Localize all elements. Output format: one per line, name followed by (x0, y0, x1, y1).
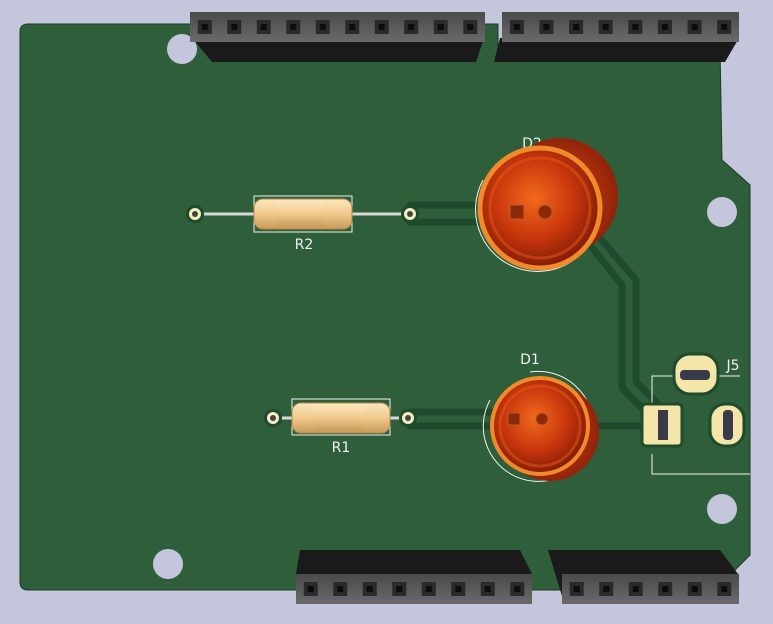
resistor-label-r2: R2 (295, 237, 314, 253)
mounting-hole (707, 197, 737, 227)
connector-label-j5: J5 (725, 358, 739, 374)
resistor-r2: R2 (186, 195, 419, 253)
header-pin-hole (467, 24, 474, 30)
header-pin-hole (260, 24, 267, 30)
header-pin-hole (573, 586, 580, 592)
header-pin-hole (484, 586, 491, 592)
header-pin-hole (721, 586, 728, 592)
header-pin-hole (662, 586, 669, 592)
header-top-right (494, 12, 739, 62)
header-pin-hole (366, 586, 373, 592)
resistor-r1: R1 (264, 398, 417, 456)
header-pin-hole (661, 24, 668, 30)
header-pin-hole (396, 586, 403, 592)
header-pin-hole (543, 24, 550, 30)
header-pin-hole (425, 586, 432, 592)
header-pin-hole (691, 586, 698, 592)
header-pin-hole (437, 24, 444, 30)
header-pin-hole (691, 24, 698, 30)
header-pin-hole (455, 586, 462, 592)
header-top-left (190, 12, 485, 62)
header-bottom-left (296, 550, 532, 604)
header-pin-hole (408, 24, 415, 30)
header-pin-hole (603, 586, 610, 592)
header-pin-hole (349, 24, 356, 30)
header-pin-hole (307, 586, 314, 592)
header-pin-hole (319, 24, 326, 30)
header-pin-hole (573, 24, 580, 30)
mounting-hole (707, 494, 737, 524)
mounting-hole (167, 34, 197, 64)
pcb-board (19, 23, 751, 591)
header-pin-hole (378, 24, 385, 30)
led-d1: D1 (482, 352, 599, 482)
mounting-hole (153, 549, 183, 579)
header-bottom-right (548, 550, 739, 604)
connector-j5: J5 (640, 352, 750, 475)
header-pin-hole (632, 24, 639, 30)
header-pin-hole (231, 24, 238, 30)
led-d2: D2 (475, 136, 618, 272)
header-pin-hole (201, 24, 208, 30)
header-pin-hole (513, 24, 520, 30)
header-pin-hole (602, 24, 609, 30)
header-pin-hole (721, 24, 728, 30)
header-pin-hole (290, 24, 297, 30)
led-label-d1: D1 (520, 352, 540, 368)
header-pin-hole (337, 586, 344, 592)
header-pin-hole (632, 586, 639, 592)
resistor-label-r1: R1 (332, 440, 351, 456)
header-pin-hole (514, 586, 521, 592)
